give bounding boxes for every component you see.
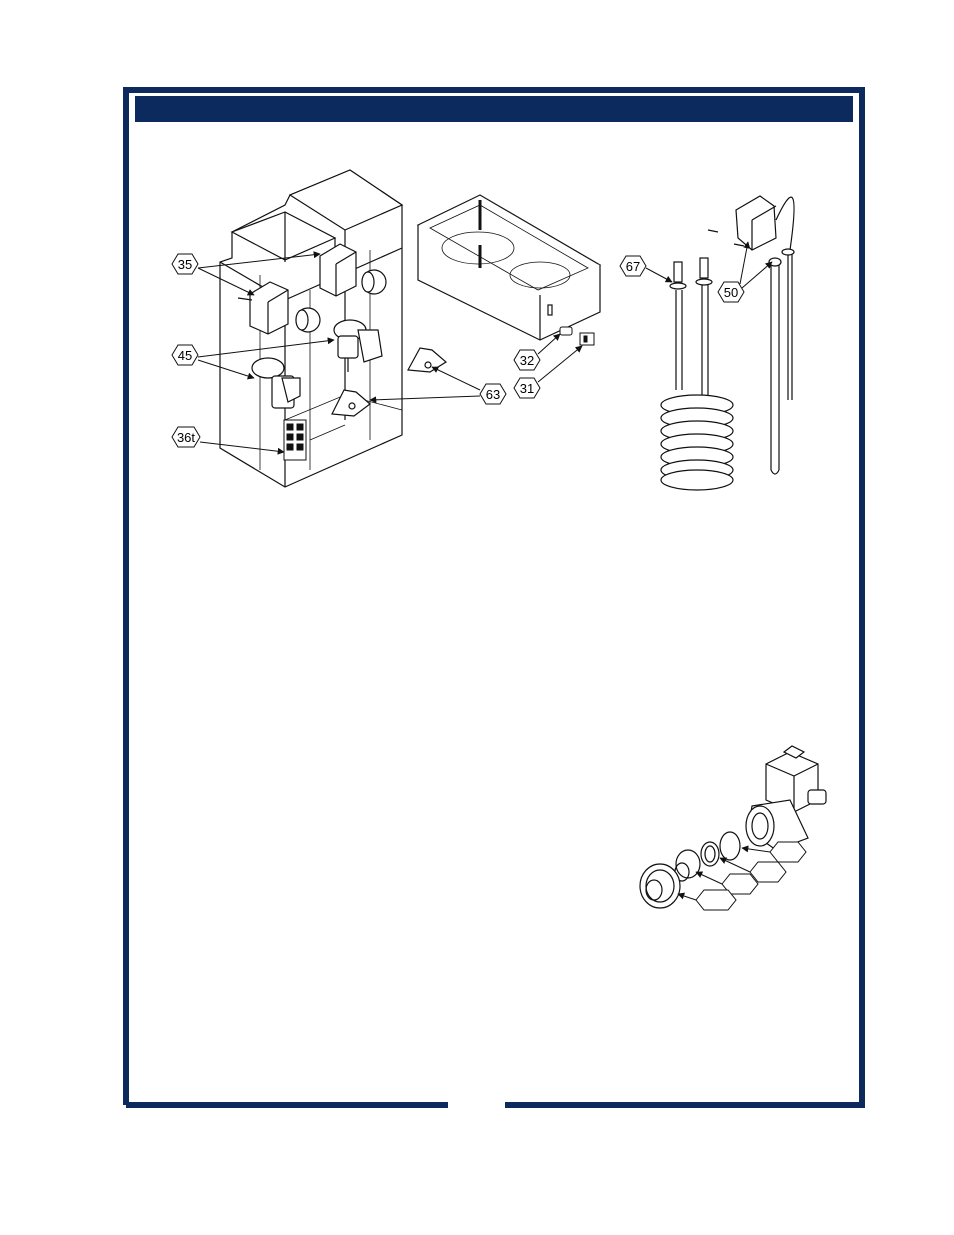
callout-63-label: 63 (486, 387, 500, 402)
header-bar (135, 96, 853, 122)
switch-small-icon (580, 333, 594, 345)
callout-45-label: 45 (178, 348, 192, 363)
terminal-block-icon (284, 420, 306, 460)
tank-tray-icon (418, 195, 600, 340)
switch-upper-icon (408, 348, 446, 372)
callout-31-label: 31 (520, 381, 534, 396)
callout-blank-d (678, 890, 736, 910)
callout-50-label: 50 (724, 285, 738, 300)
callout-32: 32 (514, 334, 560, 370)
callout-67: 67 (620, 256, 672, 282)
callout-32-label: 32 (520, 353, 534, 368)
callout-35-label: 35 (178, 257, 192, 272)
callout-36t-label: 36t (177, 430, 195, 445)
callout-67-label: 67 (626, 259, 640, 274)
callout-50: 50 (718, 242, 772, 302)
fuse-holder-icon (560, 327, 572, 335)
